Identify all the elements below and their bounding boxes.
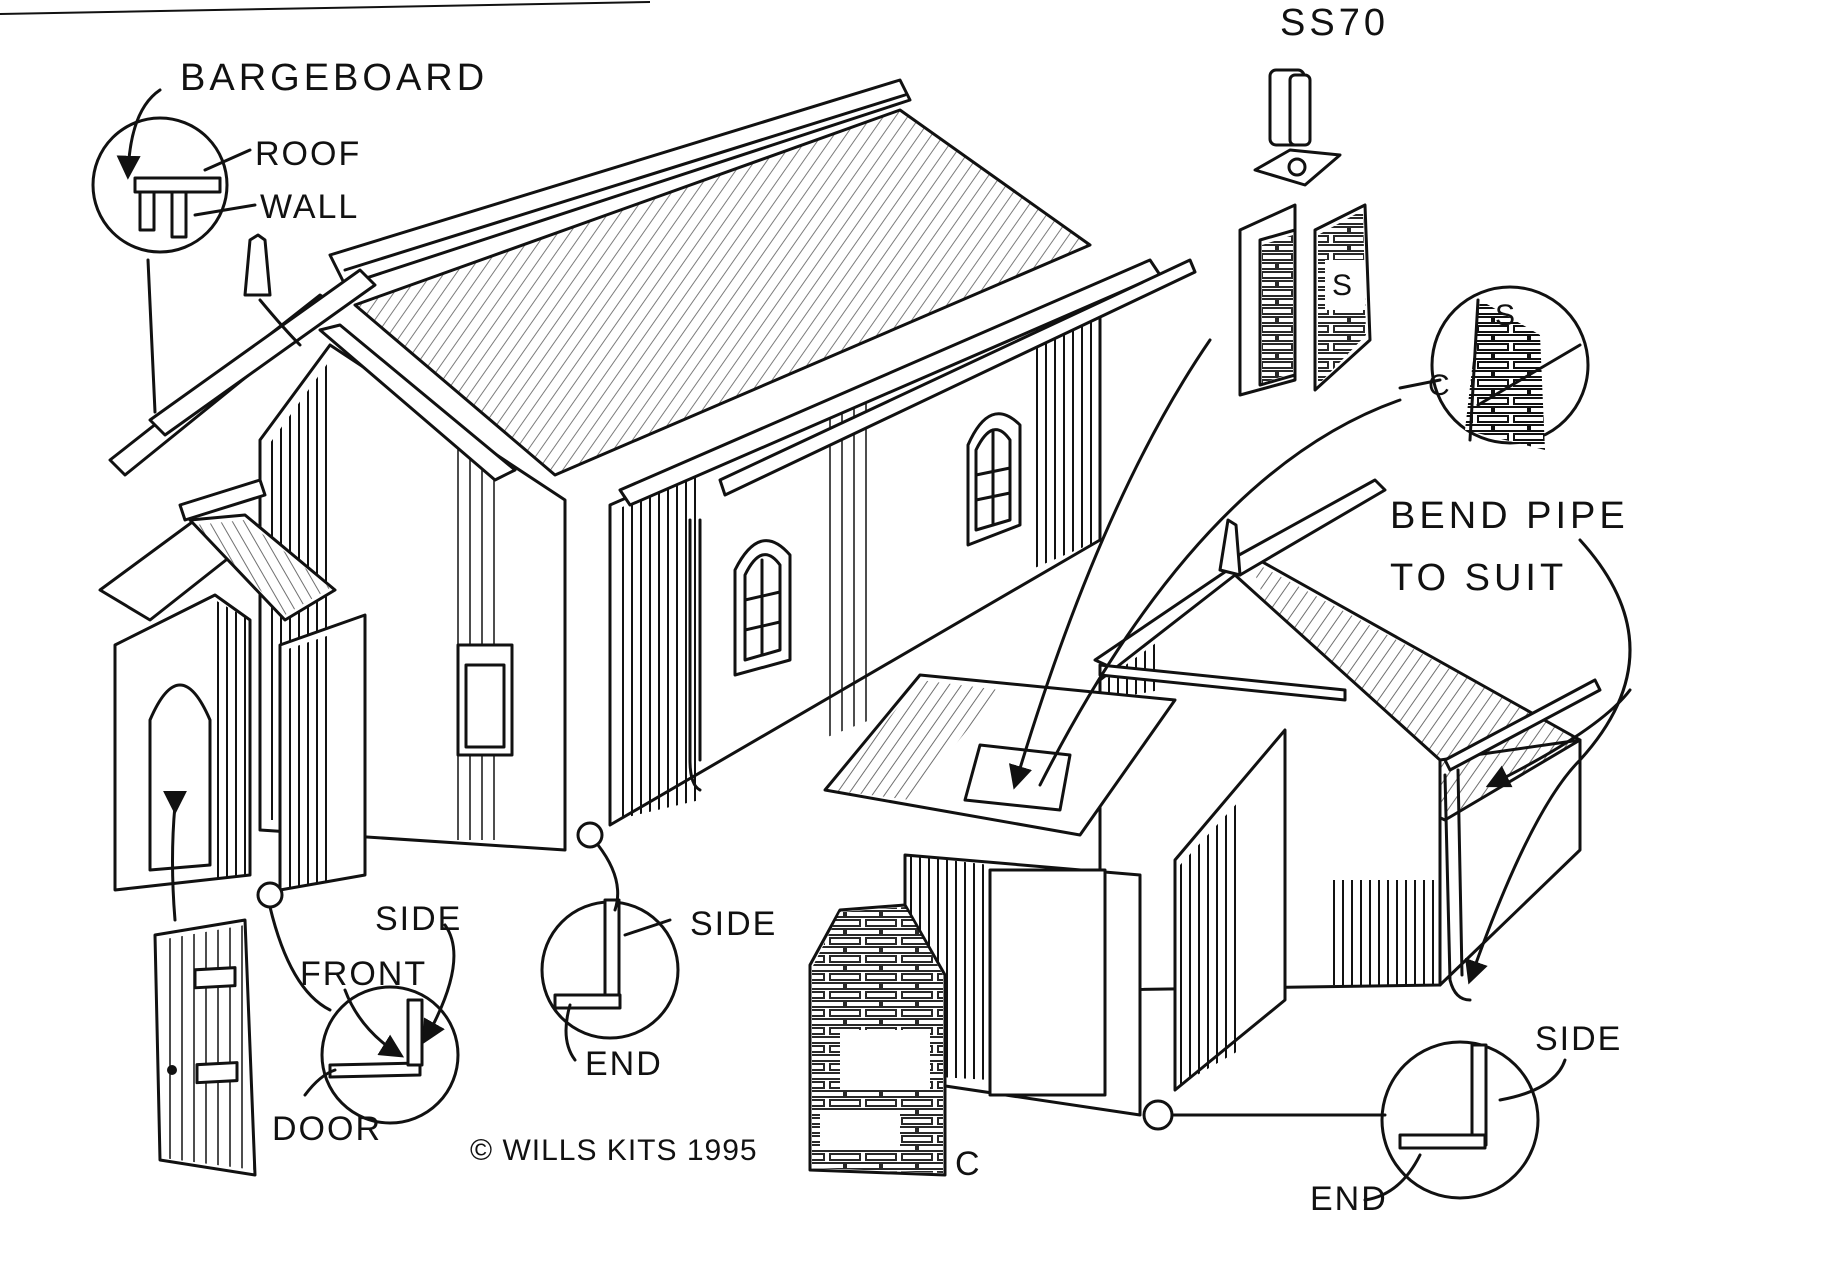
bargeboard-pointer (116, 88, 162, 180)
bend-pipe-label: BEND PIPE (1390, 495, 1629, 537)
detail-front-circle (256, 881, 460, 1125)
vestry-downpipe-edge (1456, 768, 1464, 977)
vestry-lintel (1098, 663, 1347, 702)
end-wall-corrugation-right (450, 440, 500, 840)
vestry-downpipe (1443, 773, 1472, 1002)
to-suit-label: TO SUIT (1390, 557, 1567, 599)
end-right-label: END (1310, 1180, 1388, 1218)
front-pointer (343, 988, 405, 1058)
gable-finial (243, 233, 272, 297)
chimney-guide-line (1038, 398, 1402, 787)
arched-window-right (966, 412, 1022, 547)
side-right-label: SIDE (1535, 1020, 1622, 1058)
side-wall-corrugation-left (615, 475, 700, 820)
roof-label: ROOF (255, 135, 361, 173)
porch-arch-opening (148, 683, 212, 872)
vestry-finial (1218, 518, 1242, 577)
chimney-pot (1268, 68, 1312, 147)
side-front-label: SIDE (375, 900, 462, 938)
chimney-panel-s-label: S (1332, 269, 1353, 302)
page-edge-line (0, 1, 651, 15)
detail-right-circle (1142, 1040, 1540, 1200)
main-drain-pipe (688, 518, 702, 792)
copyright-label: © WILLS KITS 1995 (470, 1134, 758, 1167)
chimney-breast (808, 903, 947, 1177)
loose-gutter (718, 258, 1197, 497)
door-part (153, 918, 257, 1177)
porch (98, 478, 367, 892)
end-right-pointer (1363, 1153, 1422, 1202)
left-roof-edge (148, 268, 377, 437)
wall-label: WALL (260, 188, 359, 226)
chimney-guide-arrow (1008, 338, 1212, 790)
side-wall-corrugation-right (1030, 290, 1100, 570)
vestry-gutter (1443, 678, 1602, 772)
bend-pipe-arrow (1465, 538, 1632, 985)
gable-bargeboard (318, 323, 517, 482)
bargeboard-label: BARGEBOARD (180, 57, 488, 99)
door-pointer (303, 1068, 337, 1097)
door-label: DOOR (272, 1110, 382, 1148)
vestry-side-wall (1438, 738, 1582, 987)
side-wall-corrugation-mid (820, 400, 870, 740)
chimney-c-label: C (955, 1145, 982, 1183)
wall-pointer (193, 203, 257, 217)
end-window-frame (464, 663, 506, 749)
chimney-stack-panels (1238, 203, 1372, 397)
main-roof-hatching (355, 110, 1090, 475)
vestry-door-opening (988, 868, 1107, 1097)
side-mid-label: SIDE (690, 905, 777, 943)
porch-cap (178, 478, 267, 522)
end-mid-pointer (564, 1003, 577, 1062)
side-mid-pointer (623, 918, 672, 937)
finial-pointer (258, 298, 302, 347)
detail-bargeboard-circle (91, 116, 229, 414)
chimney-inset-c-label: C (1428, 369, 1451, 402)
chimney-inset-s-label: S (1495, 299, 1516, 332)
arched-window-left (733, 539, 792, 677)
bend-pipe-arrow-upper (1485, 688, 1632, 788)
roof-pointer (203, 148, 252, 172)
vestry-building (823, 478, 1602, 1117)
end-mid-label: END (585, 1045, 663, 1083)
main-building (98, 78, 1197, 892)
chimney-detail-circle (1398, 285, 1590, 450)
side-front-pointer (422, 923, 456, 1045)
vestry-ridge (1228, 478, 1387, 577)
chimney-cap-hole (1287, 157, 1307, 177)
detail-mid-circle (540, 821, 680, 1040)
side-right-pointer (1498, 1058, 1567, 1102)
door-guide-line (171, 803, 177, 922)
front-label: FRONT (300, 955, 427, 993)
part-number-label: SS70 (1280, 2, 1389, 44)
chimney-cap-plate (1253, 148, 1342, 187)
